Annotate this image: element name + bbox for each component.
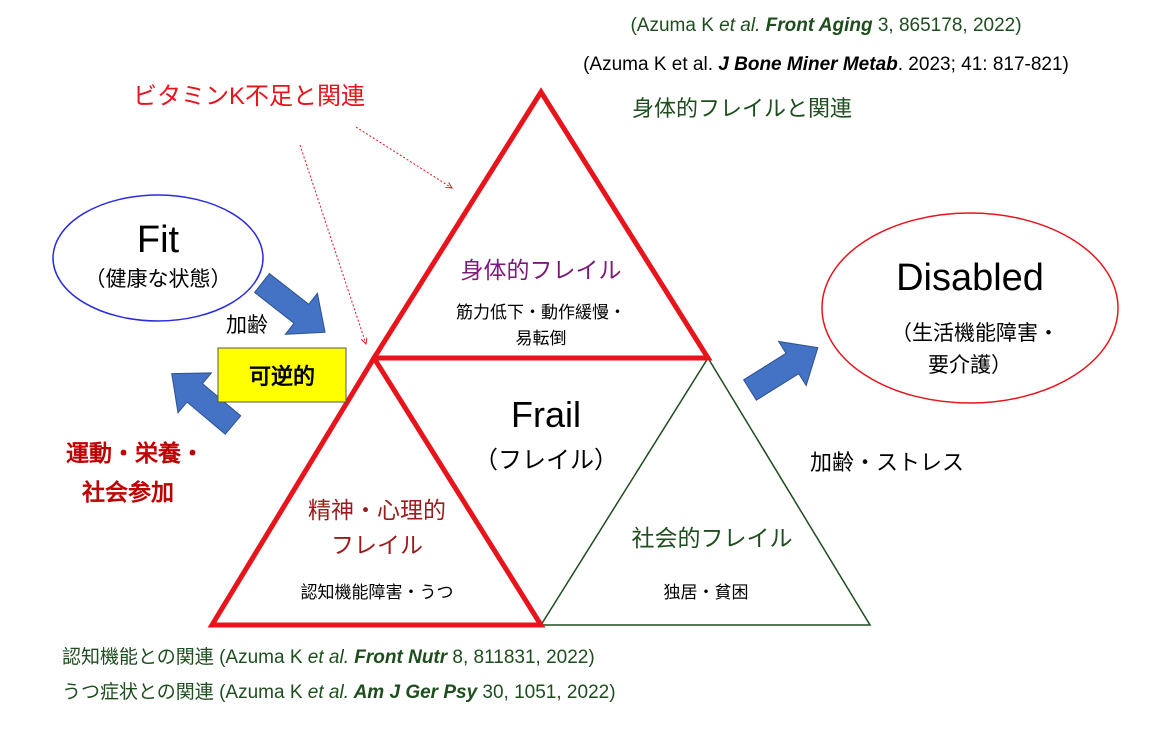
physical-frailty-detail-2: 易転倒	[516, 329, 567, 348]
aging-stress-label: 加齢・ストレス	[810, 450, 964, 475]
mental-frailty-triangle	[207, 353, 546, 628]
aging-arrow	[253, 272, 326, 335]
physical-assoc-label: 身体的フレイルと関連	[632, 96, 852, 121]
citation-front-aging: (Azuma K et al. Front Aging 3, 865178, 2…	[630, 15, 1021, 36]
intervention-line2: 社会参加	[82, 479, 174, 505]
reversible-box	[217, 347, 347, 403]
physical-frailty-title: 身体的フレイル	[461, 257, 622, 283]
vitk-pointer-mental	[299, 144, 366, 344]
recovery-arrow	[171, 372, 242, 435]
disabled-title: Disabled	[896, 257, 1044, 299]
social-frailty-triangle	[539, 356, 872, 626]
mental-frailty-detail: 認知機能障害・うつ	[301, 583, 454, 602]
fit-subtitle: （健康な状態）	[85, 268, 232, 291]
frail-title: Frail	[511, 394, 581, 435]
intervention-line1: 運動・栄養・	[66, 440, 204, 466]
vitamin-k-label: ビタミンK不足と関連	[133, 83, 365, 110]
frail-subtitle: （フレイル）	[474, 447, 618, 474]
vitk-pointer-physical	[355, 126, 452, 188]
mental-frailty-title-2: フレイル	[331, 532, 423, 558]
progression-arrow	[742, 340, 819, 401]
citation-front-nutr: 認知機能との関連 (Azuma K et al. Front Nutr 8, 8…	[62, 646, 595, 668]
aging-label: 加齢	[226, 314, 268, 337]
physical-frailty-triangle	[369, 87, 713, 361]
reversible-label: 可逆的	[249, 364, 315, 389]
citation-bone-miner: (Azuma K et al. J Bone Miner Metab. 2023…	[583, 54, 1069, 75]
fit-title: Fit	[137, 219, 180, 261]
disabled-line2: 要介護）	[928, 354, 1012, 377]
physical-frailty-detail-1: 筋力低下・動作緩慢・	[456, 302, 626, 322]
citation-am-j-ger-psy: うつ症状との関連 (Azuma K et al. Am J Ger Psy 30…	[62, 681, 616, 703]
social-frailty-detail: 独居・貧困	[664, 583, 749, 602]
fit-ellipse	[52, 194, 264, 322]
disabled-line1: （生活機能障害・	[891, 322, 1059, 345]
social-frailty-title: 社会的フレイル	[632, 525, 793, 551]
disabled-ellipse	[821, 212, 1119, 404]
mental-frailty-title-1: 精神・心理的	[308, 497, 446, 523]
